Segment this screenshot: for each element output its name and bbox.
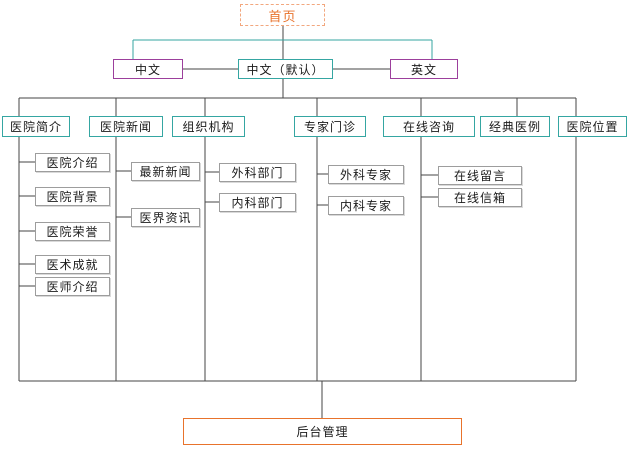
node-internal-medicine-department: 内科部门 [219,193,296,212]
node-medical-news: 医界资讯 [131,208,200,227]
node-expert-clinic: 专家门诊 [294,116,366,137]
node-online-message: 在线留言 [438,166,522,185]
node-internal-medicine-experts: 内科专家 [328,196,404,215]
node-online-mailbox: 在线信箱 [438,188,522,207]
node-latest-news: 最新新闻 [131,162,200,181]
node-organization: 组织机构 [172,116,245,137]
node-hospital-honors: 医院荣誉 [35,222,110,241]
node-classic-cases: 经典医例 [480,116,550,137]
node-hospital-news: 医院新闻 [89,116,163,137]
node-chinese: 中文 [113,59,183,79]
node-hospital-introduction: 医院介绍 [35,153,110,172]
node-hospital-profile: 医院简介 [2,116,70,137]
node-hospital-location: 医院位置 [558,116,627,137]
node-surgery-experts: 外科专家 [328,165,404,184]
node-english: 英文 [390,59,458,79]
node-medical-achievements: 医术成就 [35,255,110,274]
node-hospital-background: 医院背景 [35,187,110,206]
node-online-consultation: 在线咨询 [383,116,475,137]
node-admin-management: 后台管理 [183,418,462,445]
node-doctors-introduction: 医师介绍 [35,277,110,296]
node-home: 首页 [240,4,325,26]
node-chinese-default: 中文（默认） [238,59,333,79]
node-surgery-department: 外科部门 [219,163,296,182]
